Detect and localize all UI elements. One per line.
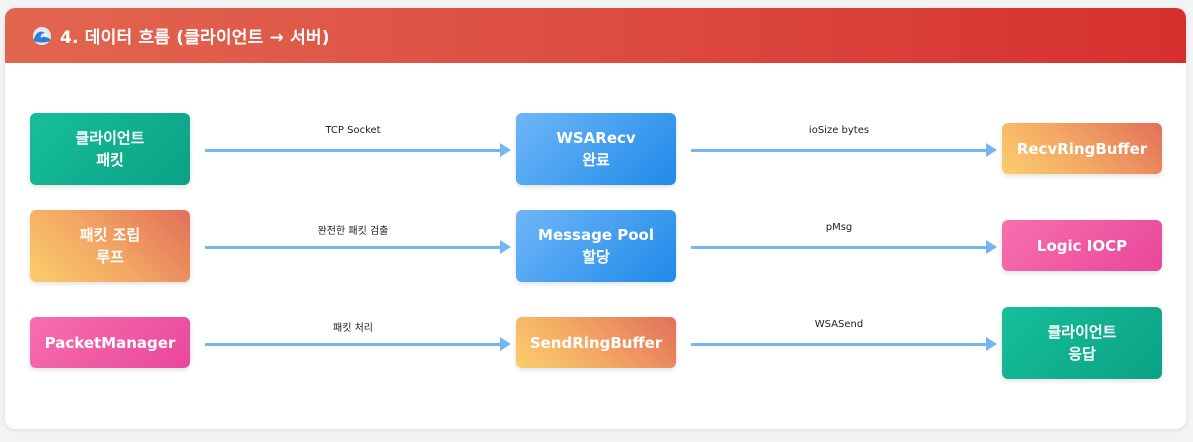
- wave-icon: [33, 26, 51, 45]
- data-flow-card: 4. 데이터 흐름 (클라이언트 → 서버) 클라이언트 패킷 TCP Sock…: [5, 8, 1186, 429]
- arrow-r3-2: [691, 337, 997, 351]
- edge-label-pmsg: pMsg: [825, 222, 853, 233]
- arrow-r1-1: [205, 143, 511, 157]
- edge-label-wsasend: WSASend: [814, 319, 864, 330]
- arrow-r3-1: [205, 337, 511, 351]
- node-wsarecv: WSARecv 완료: [516, 113, 676, 185]
- edge-label-packet-processing: 패킷 처리: [333, 323, 373, 334]
- node-packet-assembly: 패킷 조립 루프: [30, 210, 190, 282]
- edge-label-iosize: ioSize bytes: [808, 125, 870, 136]
- edge-label-complete-packet: 완전한 패킷 검출: [317, 226, 389, 237]
- diagram-title: 4. 데이터 흐름 (클라이언트 → 서버): [60, 28, 330, 48]
- node-packet-manager: PacketManager: [30, 317, 190, 368]
- node-message-pool: Message Pool 할당: [516, 210, 676, 282]
- node-recv-ring-buffer: RecvRingBuffer: [1002, 123, 1162, 174]
- node-client-response: 클라이언트 응답: [1002, 307, 1162, 379]
- card-header: 4. 데이터 흐름 (클라이언트 → 서버): [5, 8, 1186, 63]
- arrow-r2-1: [205, 240, 511, 254]
- arrow-r1-2: [691, 143, 997, 157]
- node-send-ring-buffer: SendRingBuffer: [516, 317, 676, 368]
- arrow-r2-2: [691, 240, 997, 254]
- node-client-packet: 클라이언트 패킷: [30, 113, 190, 185]
- node-logic-iocp: Logic IOCP: [1002, 220, 1162, 271]
- edge-label-tcp-socket: TCP Socket: [325, 125, 381, 136]
